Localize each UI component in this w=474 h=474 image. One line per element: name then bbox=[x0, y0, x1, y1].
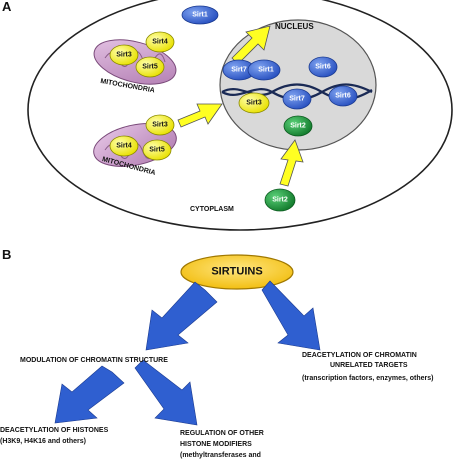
node-sirt2-cytoplasm bbox=[264, 188, 296, 212]
nuclear-nodes bbox=[222, 56, 358, 137]
node-sirt6-lower bbox=[328, 85, 358, 107]
blue-arrows bbox=[54, 280, 321, 426]
arrow-right-leaf bbox=[134, 359, 198, 426]
leaf-right-line-2: HISTONE MODIFIERS bbox=[180, 441, 252, 448]
mito-top-nodes bbox=[109, 31, 175, 78]
node-sirt6-top bbox=[308, 56, 338, 78]
node-sirt5-bottom bbox=[142, 139, 172, 161]
arrow-cyto-to-nucleus bbox=[279, 139, 304, 187]
right-branch-note: (transcription factors, enzymes, others) bbox=[302, 375, 434, 382]
cytoplasm-label: CYTOPLASM bbox=[190, 206, 234, 213]
arrow-root-right bbox=[261, 280, 321, 351]
cytoplasm-sirt1-node bbox=[181, 5, 219, 25]
node-sirt7-lower bbox=[282, 88, 312, 110]
sirtuins-root-label: SIRTUINS bbox=[211, 265, 263, 278]
arrow-left-leaf bbox=[54, 365, 125, 424]
left-branch-label: MODULATION OF CHROMATIN STRUCTURE bbox=[20, 357, 168, 364]
arrow-mito-to-nucleus bbox=[177, 103, 223, 128]
leaf-right-line-1: REGULATION OF OTHER bbox=[180, 430, 264, 437]
node-sirt4-bottom bbox=[109, 135, 139, 157]
nucleus-label: NUCLEUS bbox=[275, 22, 314, 31]
node-sirt3-top bbox=[109, 44, 139, 66]
node-sirt4-top bbox=[145, 31, 175, 53]
cytoplasm-node bbox=[264, 188, 296, 212]
mito-bottom-nodes bbox=[109, 114, 175, 161]
right-branch-line-1: DEACETYLATION OF CHROMATIN bbox=[302, 352, 417, 359]
node-sirt1 bbox=[247, 59, 281, 81]
node-sirt5-top bbox=[135, 56, 165, 78]
node-sirt2-nucleus bbox=[283, 115, 313, 137]
arrow-root-left bbox=[145, 281, 218, 351]
panel-letter-b: B bbox=[2, 247, 12, 262]
leaf-right-line-3: (methyltransferases and bbox=[180, 452, 261, 459]
sirtuins-root bbox=[180, 254, 294, 290]
panel-letter-a: A bbox=[2, 0, 12, 14]
node-sirt3-nucleus bbox=[238, 92, 270, 114]
node-sirt3-bottom bbox=[145, 114, 175, 136]
leaf-left-line-2: (H3K9, H4K16 and others) bbox=[0, 438, 86, 445]
leaf-left-line-1: DEACETYLATION OF HISTONES bbox=[0, 427, 109, 434]
right-branch-line-2: UNRELATED TARGETS bbox=[330, 362, 408, 369]
